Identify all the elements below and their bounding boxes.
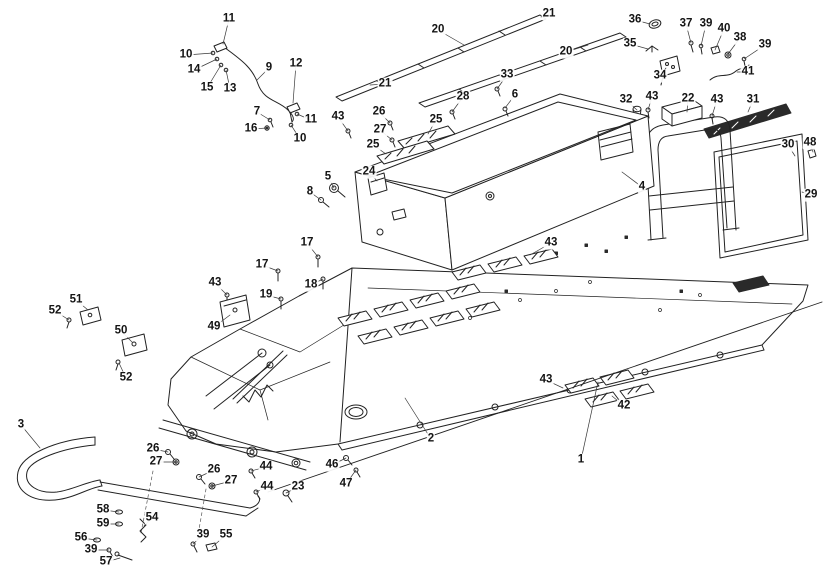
callout-35: 35 xyxy=(622,37,638,51)
callout-26: 26 xyxy=(145,442,161,456)
callout-1: 1 xyxy=(576,453,586,467)
callout-17: 17 xyxy=(299,236,315,250)
callout-15: 15 xyxy=(199,81,215,95)
callout-4: 4 xyxy=(637,180,647,194)
callout-44: 44 xyxy=(259,480,275,494)
callout-42: 42 xyxy=(616,399,632,413)
cable-assembly xyxy=(210,41,301,131)
callout-59: 59 xyxy=(95,517,111,531)
callout-3: 3 xyxy=(16,418,26,432)
callout-39: 39 xyxy=(698,17,714,31)
callout-12: 12 xyxy=(288,57,304,71)
fasteners xyxy=(66,86,509,503)
callout-6: 6 xyxy=(510,88,520,102)
callout-51: 51 xyxy=(68,293,84,307)
callout-21: 21 xyxy=(377,77,393,91)
callout-31: 31 xyxy=(745,93,761,107)
callout-57: 57 xyxy=(98,555,114,566)
callout-36: 36 xyxy=(627,13,643,27)
callout-43: 43 xyxy=(543,236,559,250)
callout-8: 8 xyxy=(305,185,315,199)
callout-37: 37 xyxy=(678,17,694,31)
callout-5: 5 xyxy=(323,170,333,184)
front-bumper-ski xyxy=(16,436,261,542)
callout-20: 20 xyxy=(430,23,446,37)
callout-33: 33 xyxy=(499,68,515,82)
callout-14: 14 xyxy=(186,63,202,77)
callout-32: 32 xyxy=(618,93,634,107)
callout-2: 2 xyxy=(426,432,436,446)
callout-44: 44 xyxy=(258,460,274,474)
callout-11: 11 xyxy=(221,12,237,26)
callout-7: 7 xyxy=(252,105,262,119)
callout-27: 27 xyxy=(148,455,164,469)
callout-52: 52 xyxy=(47,304,63,318)
callout-21: 21 xyxy=(541,7,557,21)
callout-17: 17 xyxy=(254,258,270,272)
callout-34: 34 xyxy=(652,69,668,83)
frame-rail-line xyxy=(267,301,823,493)
callout-23: 23 xyxy=(290,480,306,494)
callout-19: 19 xyxy=(258,288,274,302)
cargo-box xyxy=(354,93,655,271)
callout-43: 43 xyxy=(207,276,223,290)
callout-40: 40 xyxy=(716,22,732,36)
callout-18: 18 xyxy=(303,278,319,292)
callout-26: 26 xyxy=(371,105,387,119)
callout-43: 43 xyxy=(538,373,554,387)
callout-41: 41 xyxy=(740,65,756,79)
callout-39: 39 xyxy=(195,528,211,542)
callout-27: 27 xyxy=(372,123,388,137)
lid-plates xyxy=(367,125,456,196)
cover-strips xyxy=(335,14,627,108)
side-panel xyxy=(713,133,809,259)
callout-48: 48 xyxy=(802,136,818,150)
callout-11: 11 xyxy=(303,113,319,127)
callout-39: 39 xyxy=(757,38,773,52)
callout-27: 27 xyxy=(223,474,239,488)
callout-43: 43 xyxy=(709,93,725,107)
callout-49: 49 xyxy=(206,320,222,334)
callout-43: 43 xyxy=(330,110,346,124)
callout-10: 10 xyxy=(178,48,194,62)
callout-54: 54 xyxy=(144,511,160,525)
callout-39: 39 xyxy=(83,543,99,557)
callout-47: 47 xyxy=(338,477,354,491)
callout-50: 50 xyxy=(113,324,129,338)
callout-52: 52 xyxy=(118,371,134,385)
callout-9: 9 xyxy=(264,61,274,75)
callout-58: 58 xyxy=(95,503,111,517)
callout-29: 29 xyxy=(803,188,819,202)
callout-26: 26 xyxy=(206,463,222,477)
callout-43: 43 xyxy=(644,90,660,104)
callout-25: 25 xyxy=(365,138,381,152)
callout-28: 28 xyxy=(455,90,471,104)
callout-16: 16 xyxy=(243,122,259,136)
callout-25: 25 xyxy=(428,113,444,127)
callout-46: 46 xyxy=(324,458,340,472)
callout-13: 13 xyxy=(222,82,238,96)
callout-10: 10 xyxy=(292,132,308,146)
callout-55: 55 xyxy=(218,528,234,542)
callout-20: 20 xyxy=(558,45,574,59)
callout-24: 24 xyxy=(361,165,377,179)
callout-56: 56 xyxy=(73,531,89,545)
traction-mats xyxy=(337,248,655,408)
callout-22: 22 xyxy=(680,92,696,106)
callout-30: 30 xyxy=(780,138,796,152)
callout-38: 38 xyxy=(732,31,748,45)
